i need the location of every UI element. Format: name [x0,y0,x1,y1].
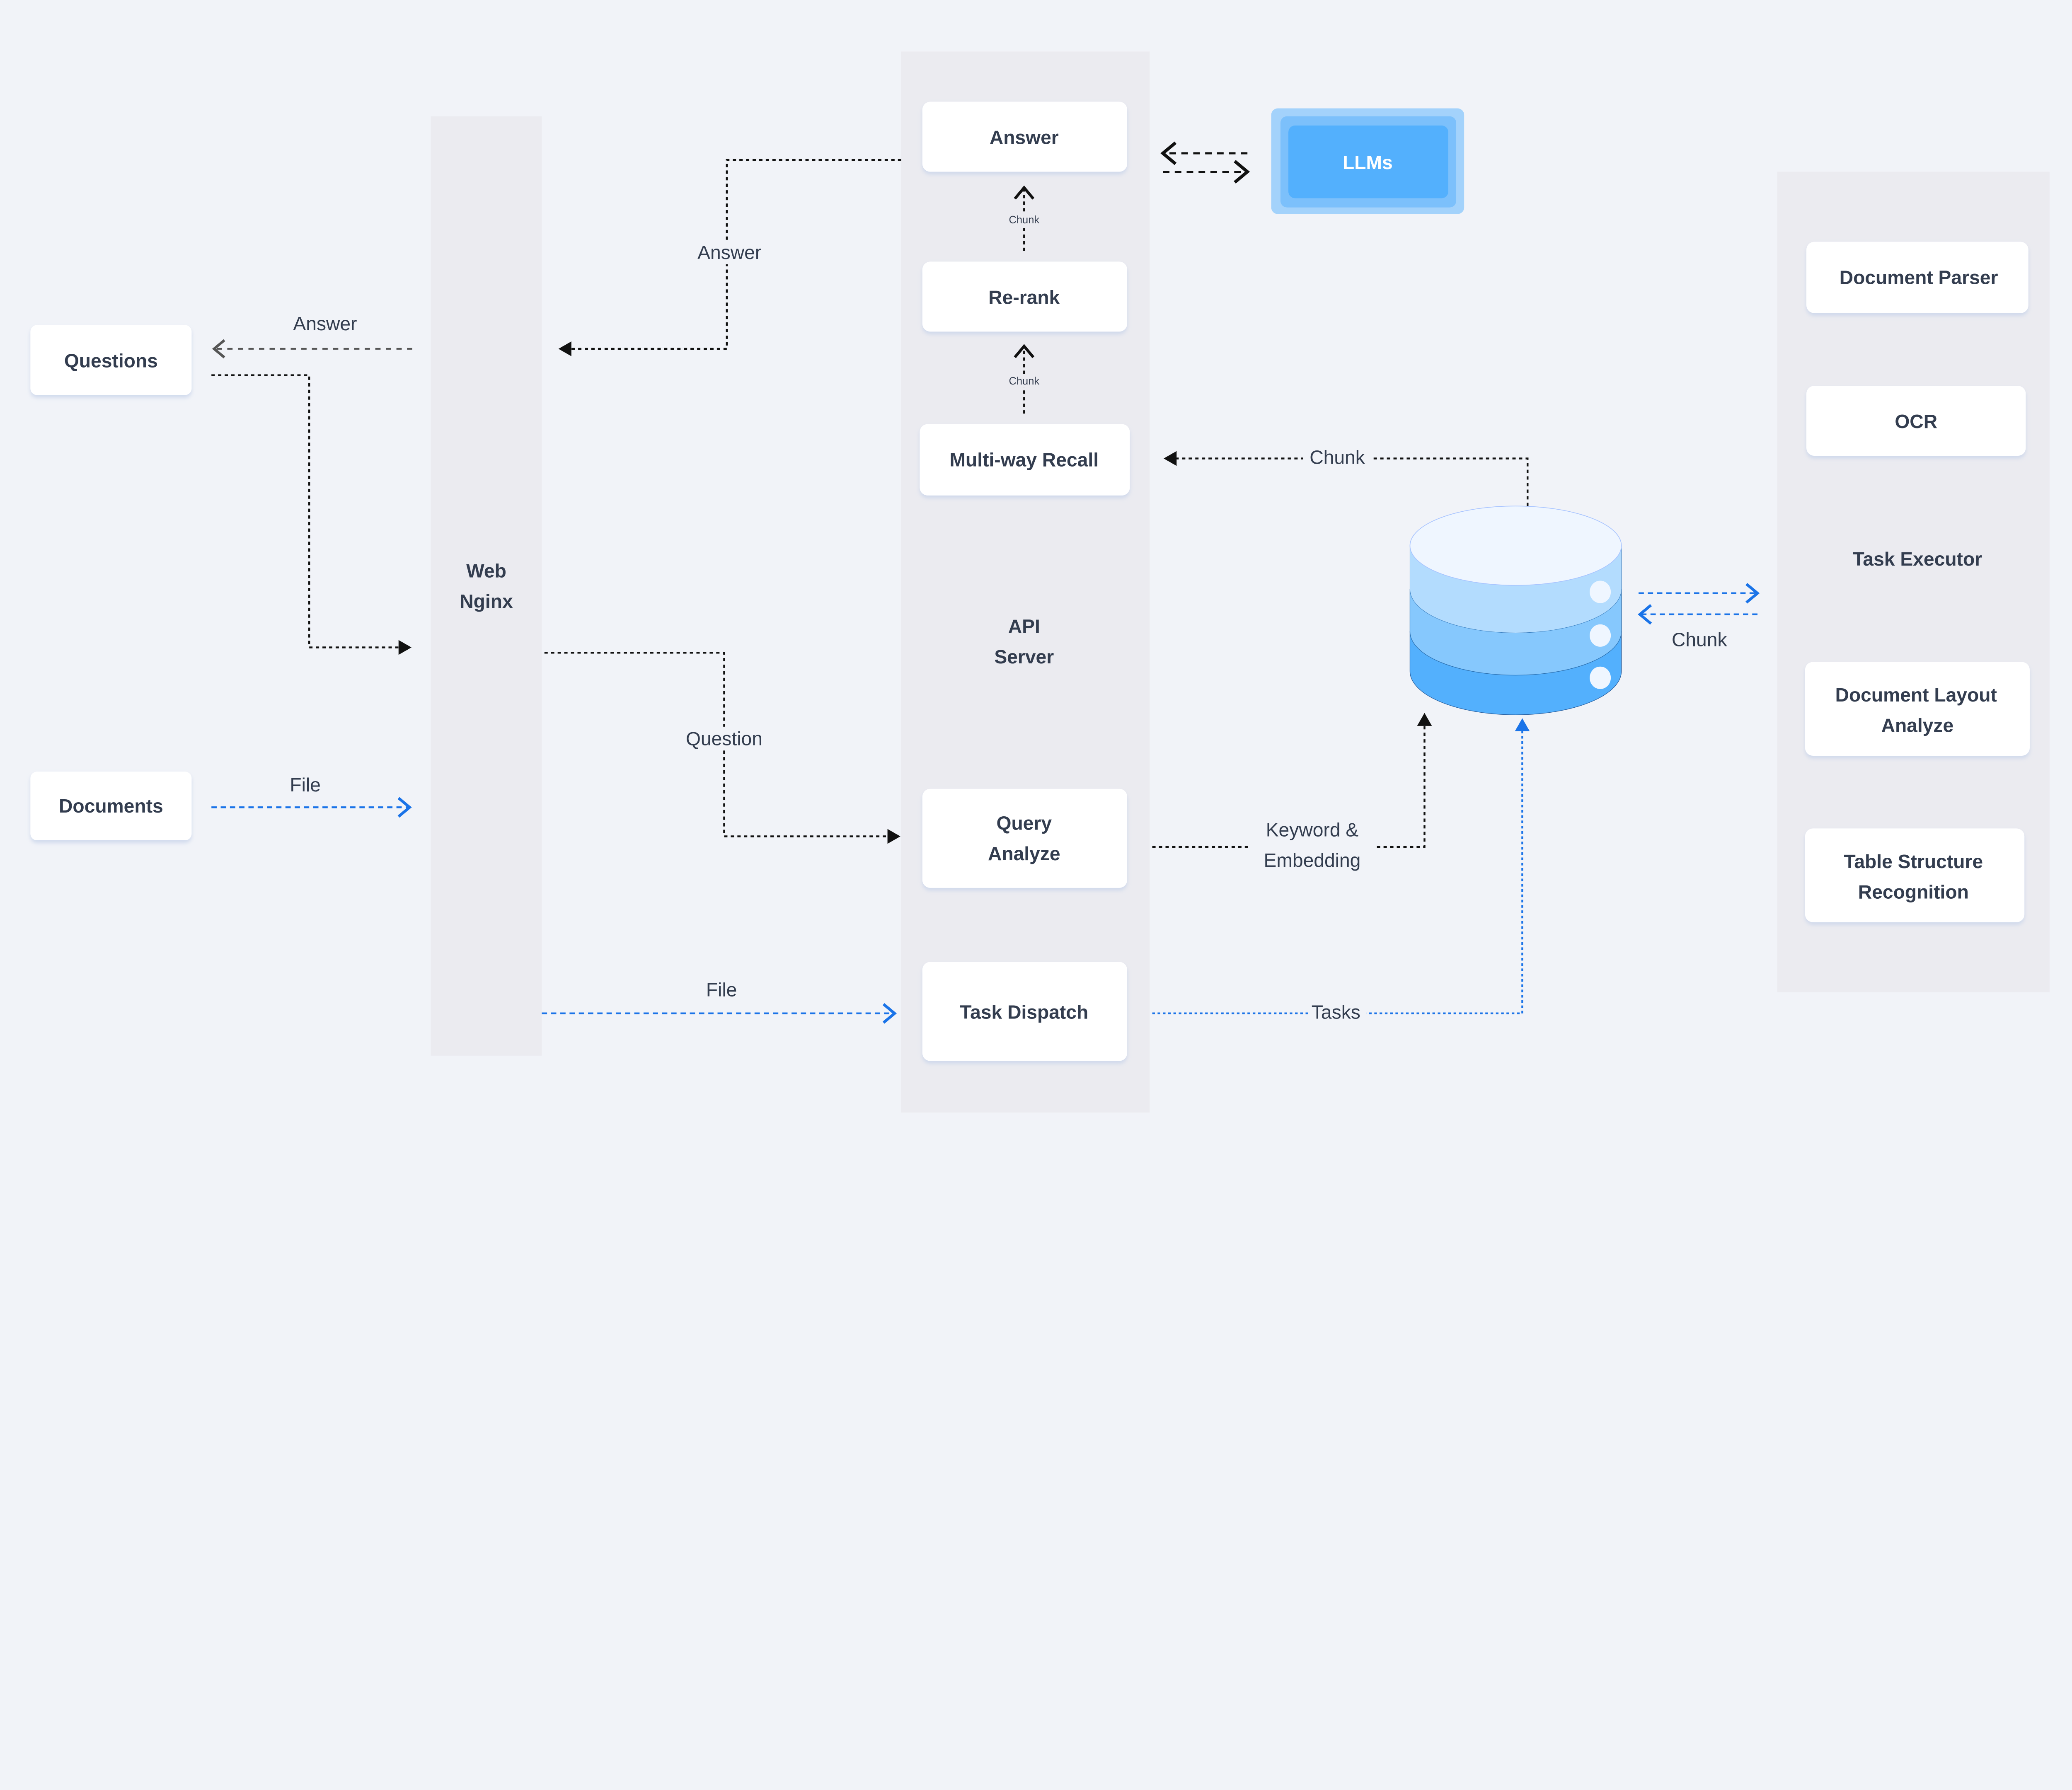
svg-text:Answer: Answer [990,127,1059,148]
architecture-diagram: Web Nginx API Server Task Executor Quest… [30,51,2030,1113]
edge-file-documents: File [211,774,412,818]
edge-llm-exchange [1160,141,1250,184]
documents-node[interactable]: Documents [30,772,192,841]
svg-text:OCR: OCR [1895,411,1937,432]
svg-text:Documents: Documents [59,795,163,817]
svg-text:Embedding: Embedding [1264,849,1361,871]
svg-text:Re-rank: Re-rank [988,286,1060,308]
edge-keyword-embedding: Keyword & Embedding [1152,713,1432,875]
api-server-label: API [1008,615,1040,637]
database-icon [1409,506,1622,715]
answer-node[interactable]: Answer [922,102,1128,172]
svg-text:Task Dispatch: Task Dispatch [960,1001,1088,1023]
api-server-column [901,51,1150,1113]
svg-text:Tasks: Tasks [1312,1001,1360,1023]
edge-tasks: Tasks [1152,718,1530,1024]
edge-answer-to-questions: Answer [212,313,412,358]
svg-text:Answer: Answer [697,242,761,263]
svg-text:Chunk: Chunk [1672,629,1727,650]
edge-question: Question [544,652,900,844]
edge-chunk-db-executor: Chunk [1638,583,1760,650]
svg-text:Table Structure: Table Structure [1844,851,1983,872]
document-parser-node[interactable]: Document Parser [1806,242,2028,313]
task-executor-label: Task Executor [1853,548,1982,570]
svg-text:Analyze: Analyze [988,843,1060,864]
edge-chunk-db-recall: Chunk [1164,445,1529,506]
svg-text:LLMs: LLMs [1343,152,1393,173]
svg-text:Questions: Questions [64,350,158,371]
ocr-node[interactable]: OCR [1806,386,2026,456]
web-nginx-column [431,116,542,1056]
svg-text:Document Parser: Document Parser [1840,267,1998,288]
web-nginx-label: Web [466,560,506,581]
multi-way-recall-node[interactable]: Multi-way Recall [920,424,1130,496]
api-server-label-2: Server [994,646,1054,668]
questions-node[interactable]: Questions [30,325,192,395]
svg-text:Keyword &: Keyword & [1266,819,1359,840]
svg-text:File: File [706,979,737,1000]
edge-chunk-rerank-answer: Chunk [1004,185,1044,251]
svg-text:Recognition: Recognition [1858,881,1969,902]
svg-text:Chunk: Chunk [1310,446,1365,468]
edge-chunk-recall-rerank: Chunk [1004,344,1044,414]
llms-node[interactable]: LLMs [1271,108,1464,214]
svg-text:Document Layout: Document Layout [1835,684,1997,706]
svg-text:Question: Question [686,728,762,749]
svg-text:Chunk: Chunk [1009,214,1039,226]
svg-text:File: File [290,774,320,796]
svg-text:Query: Query [997,813,1052,834]
svg-text:Chunk: Chunk [1009,375,1039,387]
svg-text:Analyze: Analyze [1881,715,1954,736]
task-dispatch-node[interactable]: Task Dispatch [922,962,1128,1061]
edge-questions-to-nginx [211,374,411,655]
edge-file-dispatch: File [542,979,897,1024]
edge-answer-to-nginx: Answer [558,159,901,356]
rerank-node[interactable]: Re-rank [922,261,1128,332]
svg-text:Answer: Answer [293,313,357,334]
svg-text:Multi-way Recall: Multi-way Recall [950,449,1099,471]
web-nginx-label-2: Nginx [460,590,513,612]
